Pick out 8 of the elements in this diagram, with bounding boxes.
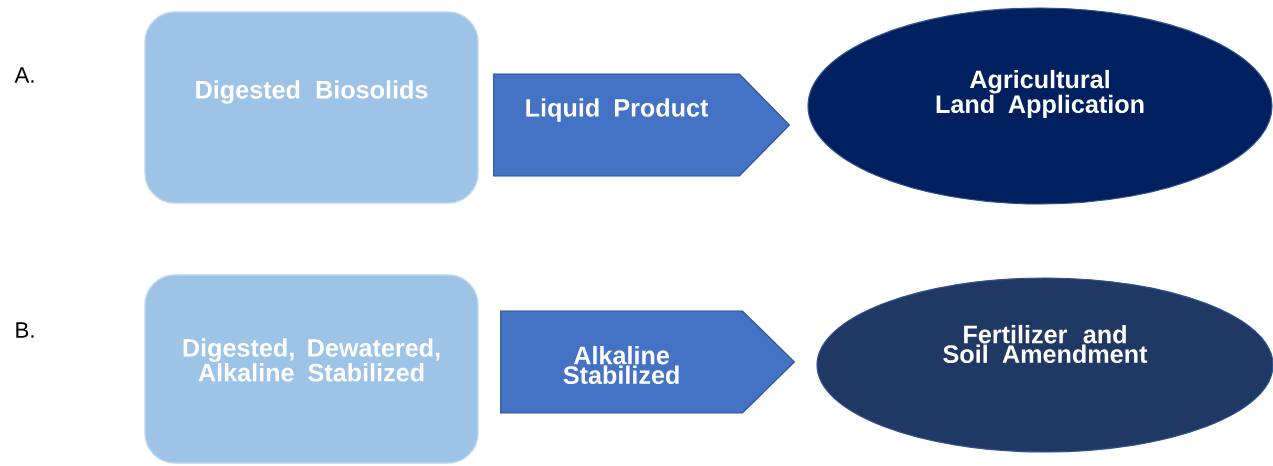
block-arrow bbox=[493, 73, 791, 177]
rounded-box: Digested, Dewatered, Alkaline Stabilized bbox=[144, 274, 479, 464]
block-arrow bbox=[500, 310, 796, 414]
row-label: A. bbox=[14, 67, 34, 83]
edge-label: Alkaline Stabilized bbox=[563, 345, 679, 385]
edge-label: Liquid Product bbox=[526, 98, 709, 122]
rounded-box: Digested Biosolids bbox=[144, 11, 479, 204]
row-label: B. bbox=[16, 322, 34, 338]
